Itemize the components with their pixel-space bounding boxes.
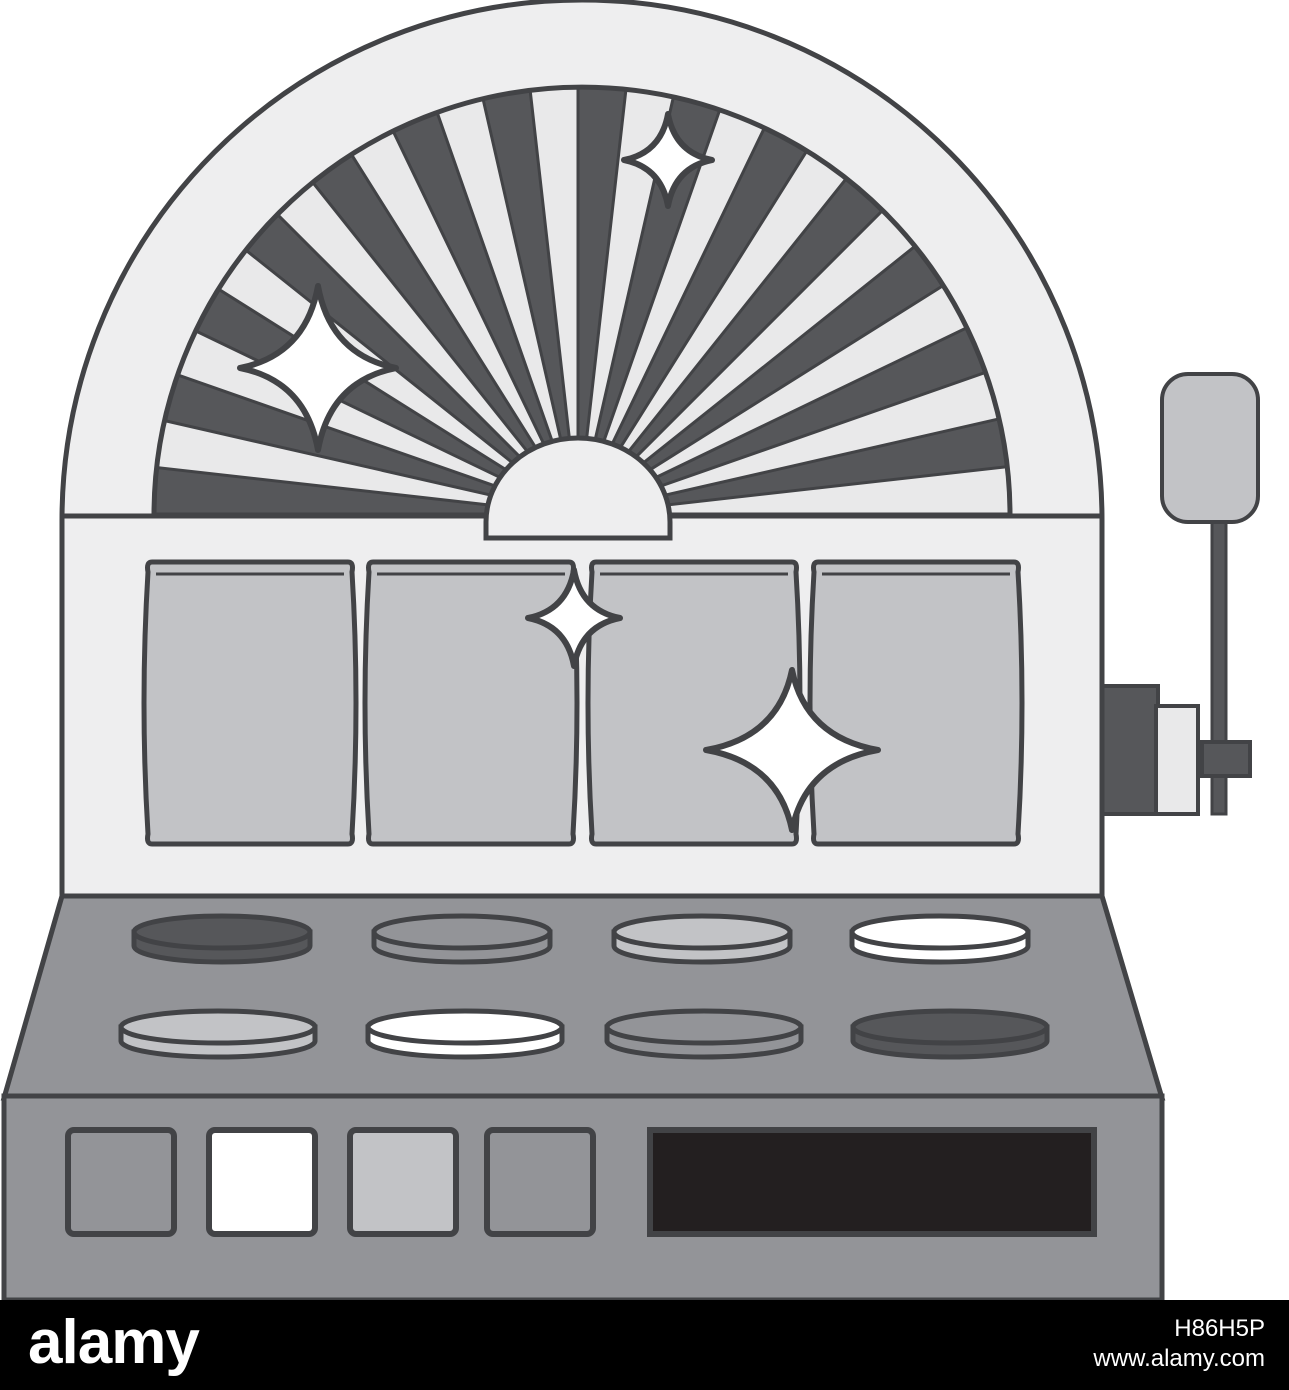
sunburst-sun <box>483 435 673 541</box>
sunburst-ray <box>154 87 580 515</box>
sparkles <box>237 111 881 833</box>
spin-button[interactable] <box>484 1127 596 1237</box>
chip-icon[interactable] <box>371 913 553 965</box>
chip-top <box>118 1008 318 1046</box>
lever-clip <box>1200 740 1252 778</box>
sunburst-rays <box>154 87 1010 515</box>
slot-machine-illustration <box>0 0 1260 1300</box>
lever-collar <box>1154 704 1200 816</box>
sunburst-ray <box>576 87 953 515</box>
chip-top <box>604 1008 804 1046</box>
sunburst-outline <box>151 84 1013 518</box>
button-row <box>65 1127 596 1237</box>
sunburst-ray <box>577 87 1010 515</box>
chip-top <box>849 913 1031 951</box>
reel <box>807 559 1025 847</box>
reel <box>362 559 580 847</box>
sparkle-icon <box>525 567 623 669</box>
chip-icon[interactable] <box>850 1008 1050 1060</box>
footer-image-id: H86H5P <box>1174 1315 1265 1342</box>
sunburst-ray <box>272 87 580 515</box>
chip-icon[interactable] <box>849 913 1031 965</box>
chip-top <box>850 1008 1050 1046</box>
chip-top <box>611 913 793 951</box>
chip-icon[interactable] <box>365 1008 565 1060</box>
sparkle-icon <box>621 111 715 209</box>
reel-window <box>141 559 1025 847</box>
sunburst-ray <box>420 87 580 515</box>
lever-icon[interactable] <box>1096 372 1260 816</box>
sparkle-icon <box>237 283 399 453</box>
chip-top <box>131 913 313 951</box>
credit-display <box>647 1127 1097 1237</box>
chip-top <box>371 913 553 951</box>
spin-button[interactable] <box>206 1127 318 1237</box>
chip-grid <box>118 913 1050 1060</box>
sunburst-ray <box>577 357 1010 515</box>
sparkle-icon <box>703 667 881 833</box>
chip-icon[interactable] <box>611 913 793 965</box>
footer-bar: alamy H86H5P www.alamy.com <box>0 1300 1289 1390</box>
sunburst-ray <box>154 434 579 515</box>
sunburst-ray <box>154 281 579 515</box>
chip-icon[interactable] <box>118 1008 318 1060</box>
sunburst-ray <box>577 209 1010 515</box>
chip-icon[interactable] <box>604 1008 804 1060</box>
spin-button[interactable] <box>65 1127 177 1237</box>
chip-top <box>365 1008 565 1046</box>
spin-button[interactable] <box>347 1127 459 1237</box>
footer-meta: H86H5P www.alamy.com <box>945 1314 1265 1374</box>
sunburst <box>154 87 1010 515</box>
chip-icon[interactable] <box>131 913 313 965</box>
lever-knob <box>1160 372 1260 524</box>
reel <box>585 559 803 847</box>
footer-brand: alamy <box>28 1308 200 1377</box>
footer-site: www.alamy.com <box>1093 1345 1265 1372</box>
lever-base <box>1096 684 1160 816</box>
sunburst-ray <box>576 87 659 515</box>
reel <box>141 559 359 847</box>
